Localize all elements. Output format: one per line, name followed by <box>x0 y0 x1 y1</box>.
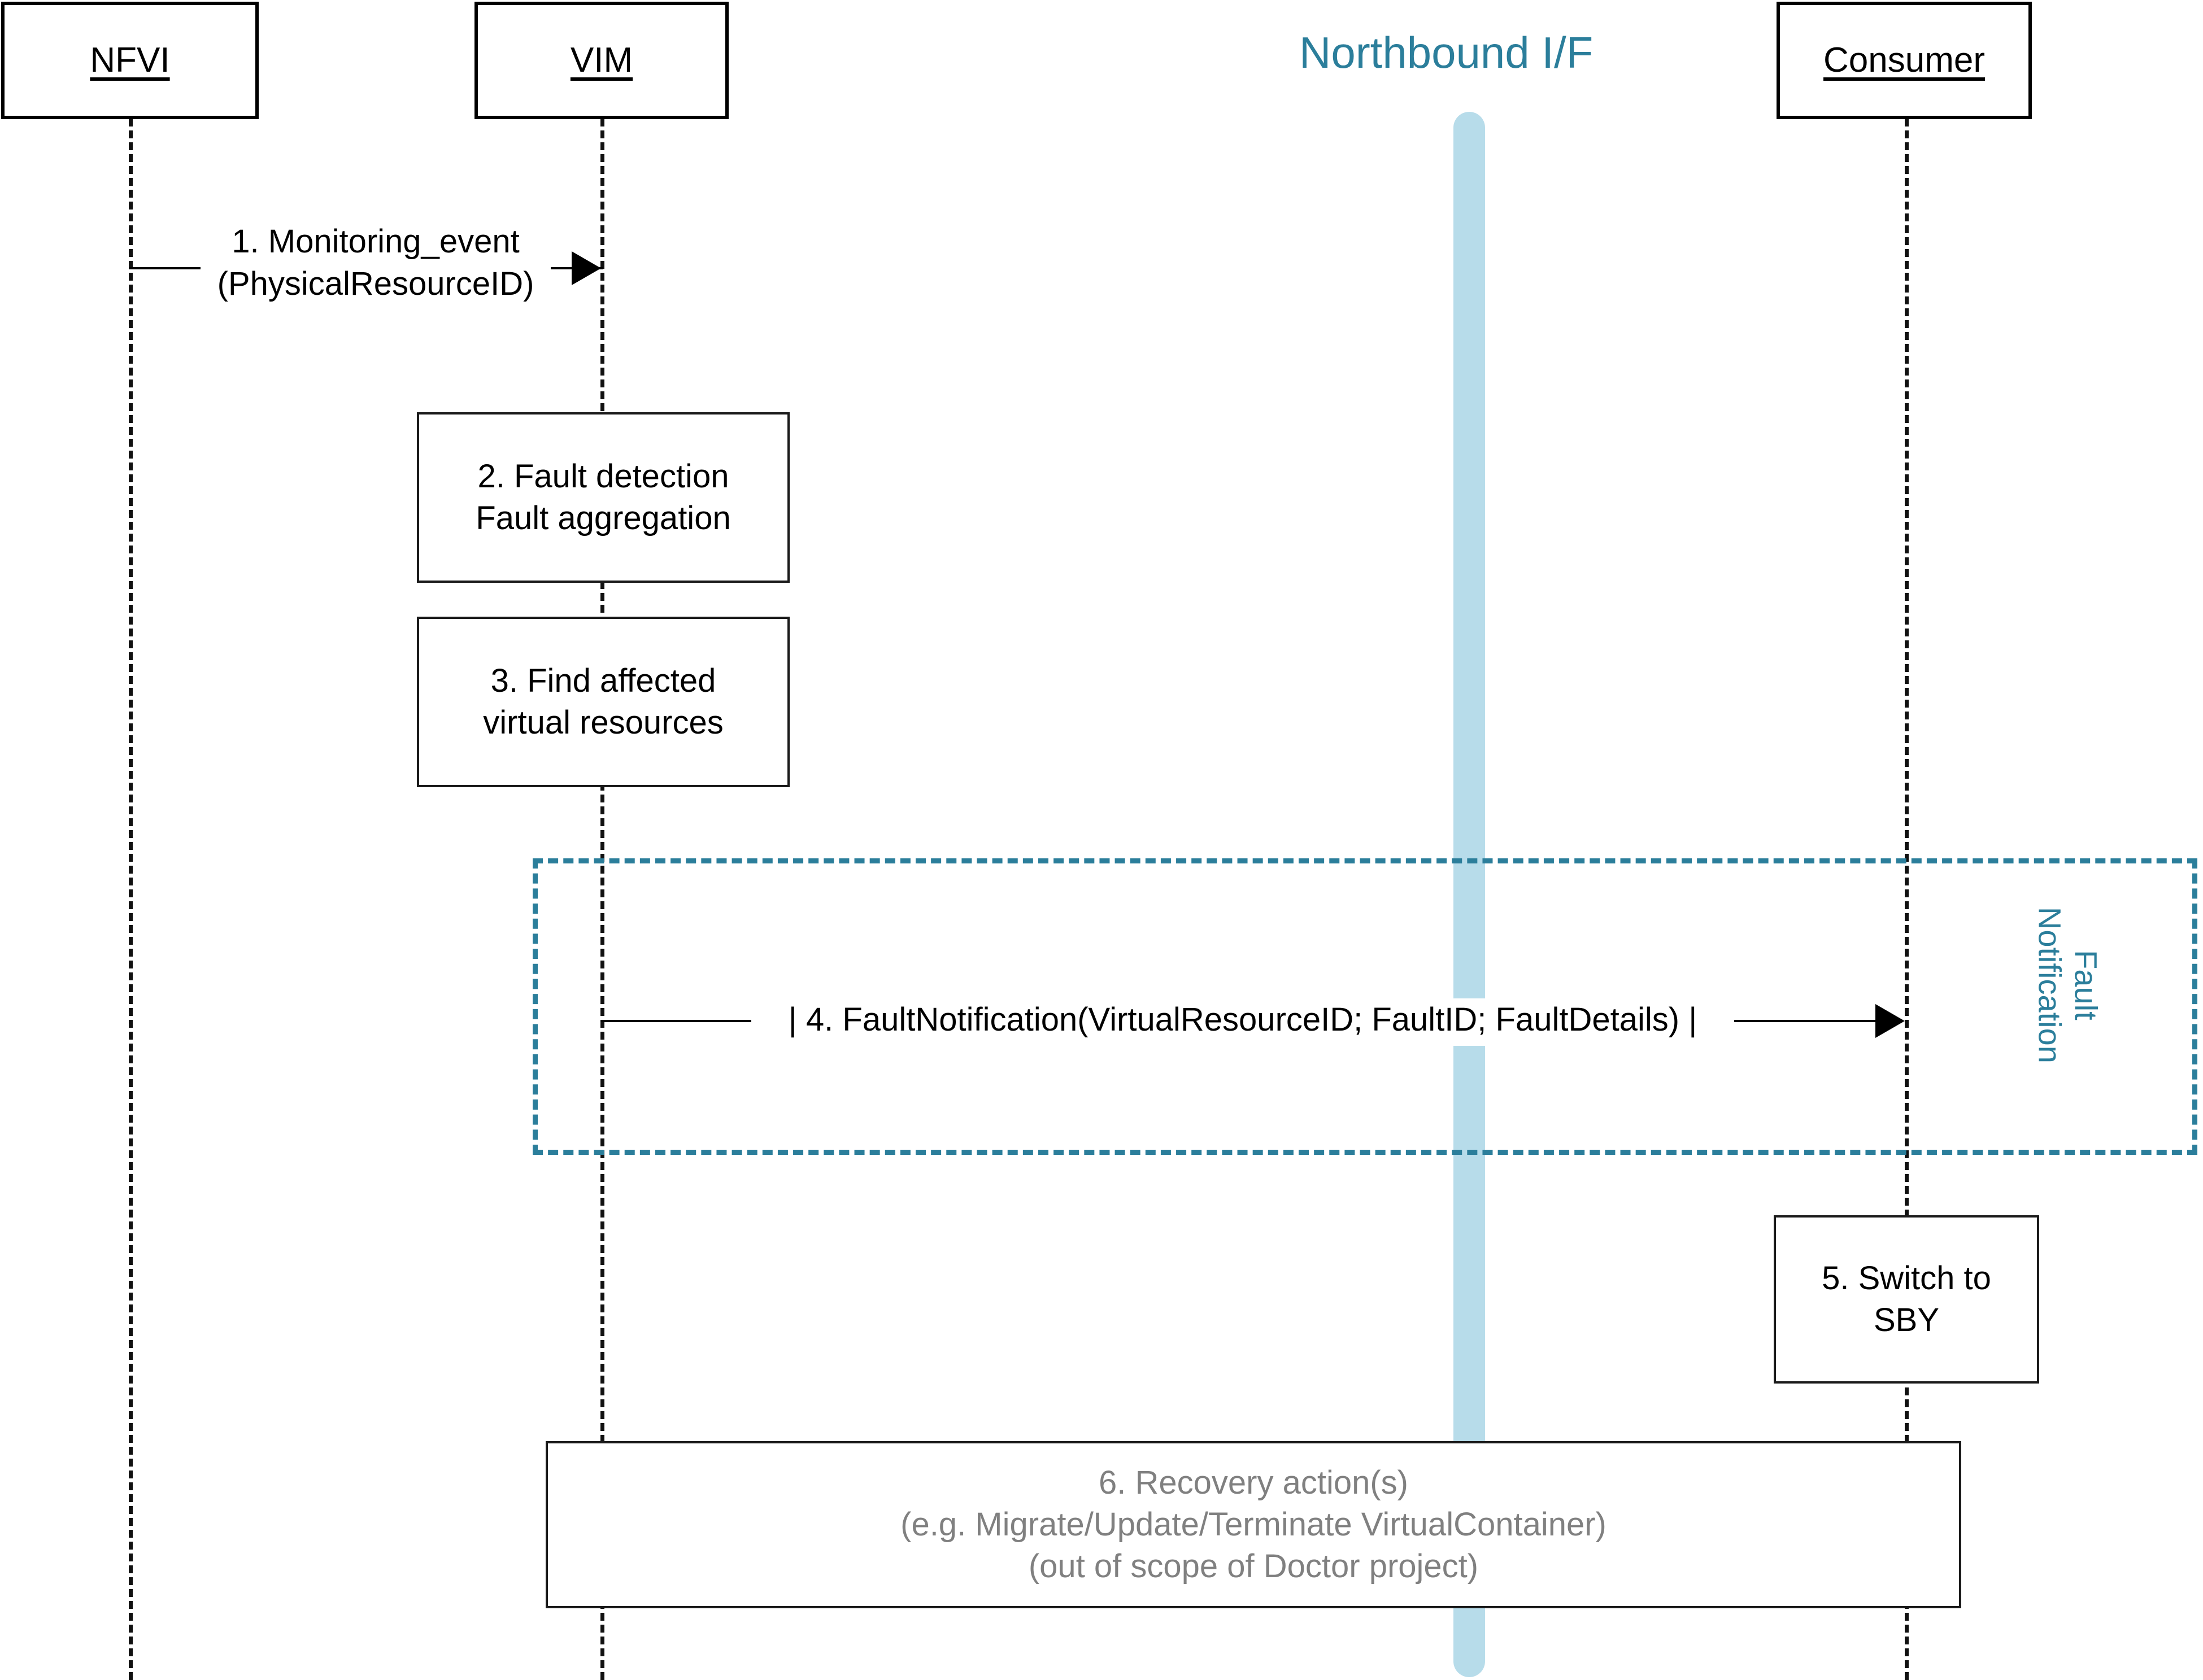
process-box-step-3-line-1: 3. Find affected <box>490 662 716 699</box>
process-box-step-6-line-1: 6. Recovery action(s) <box>1099 1464 1408 1501</box>
process-box-step-2[interactable]: 2. Fault detection Fault aggregation <box>417 412 790 583</box>
fragment-fault-notification[interactable] <box>533 858 2197 1155</box>
process-box-step-6-line-3: (out of scope of Doctor project) <box>1028 1548 1479 1585</box>
fragment-label-line-1: Fault <box>2068 950 2104 1020</box>
process-box-step-6[interactable]: 6. Recovery action(s) (e.g. Migrate/Upda… <box>546 1441 1961 1608</box>
northbound-interface-bar-top <box>1453 112 1485 1018</box>
process-box-step-5-line-2: SBY <box>1873 1302 1940 1338</box>
message-1-arrowhead <box>572 251 601 285</box>
message-4-arrowhead <box>1875 1004 1905 1038</box>
process-box-step-2-line-2: Fault aggregation <box>476 500 731 536</box>
message-4-label: | 4. FaultNotification(VirtualResourceID… <box>751 998 1734 1041</box>
northbound-interface-title: Northbound I/F <box>1299 28 1594 77</box>
process-box-step-6-line-2: (e.g. Migrate/Update/Terminate VirtualCo… <box>900 1506 1606 1543</box>
message-4-label-line-1: | 4. FaultNotification(VirtualResourceID… <box>788 1001 1697 1038</box>
process-box-step-5[interactable]: 5. Switch to SBY <box>1774 1215 2039 1384</box>
fragment-label-line-2: Notification <box>2032 906 2067 1063</box>
message-1-label-line-2: (PhysicalResourceID) <box>217 265 534 303</box>
process-box-step-2-line-1: 2. Fault detection <box>477 457 729 495</box>
participant-label-consumer: Consumer <box>1823 41 1985 80</box>
participant-box-vim[interactable]: VIM <box>474 2 729 119</box>
process-box-step-5-line-1: 5. Switch to <box>1822 1259 1991 1297</box>
participant-box-nfvi[interactable]: NFVI <box>1 2 259 119</box>
lifeline-nfvi <box>129 119 133 1680</box>
participant-box-consumer[interactable]: Consumer <box>1777 2 2032 119</box>
message-1-label: 1. Monitoring_event (PhysicalResourceID) <box>201 220 551 306</box>
participant-label-vim: VIM <box>570 41 633 80</box>
lifeline-consumer <box>1905 119 1909 1680</box>
participant-label-nfvi: NFVI <box>90 41 170 80</box>
process-box-step-3-line-2: virtual resources <box>483 704 724 741</box>
lifeline-vim <box>600 119 604 1680</box>
fragment-fault-notification-label: Fault Notification <box>2031 889 2104 1081</box>
message-1-label-line-1: 1. Monitoring_event <box>232 223 520 260</box>
process-box-step-3[interactable]: 3. Find affected virtual resources <box>417 617 790 787</box>
